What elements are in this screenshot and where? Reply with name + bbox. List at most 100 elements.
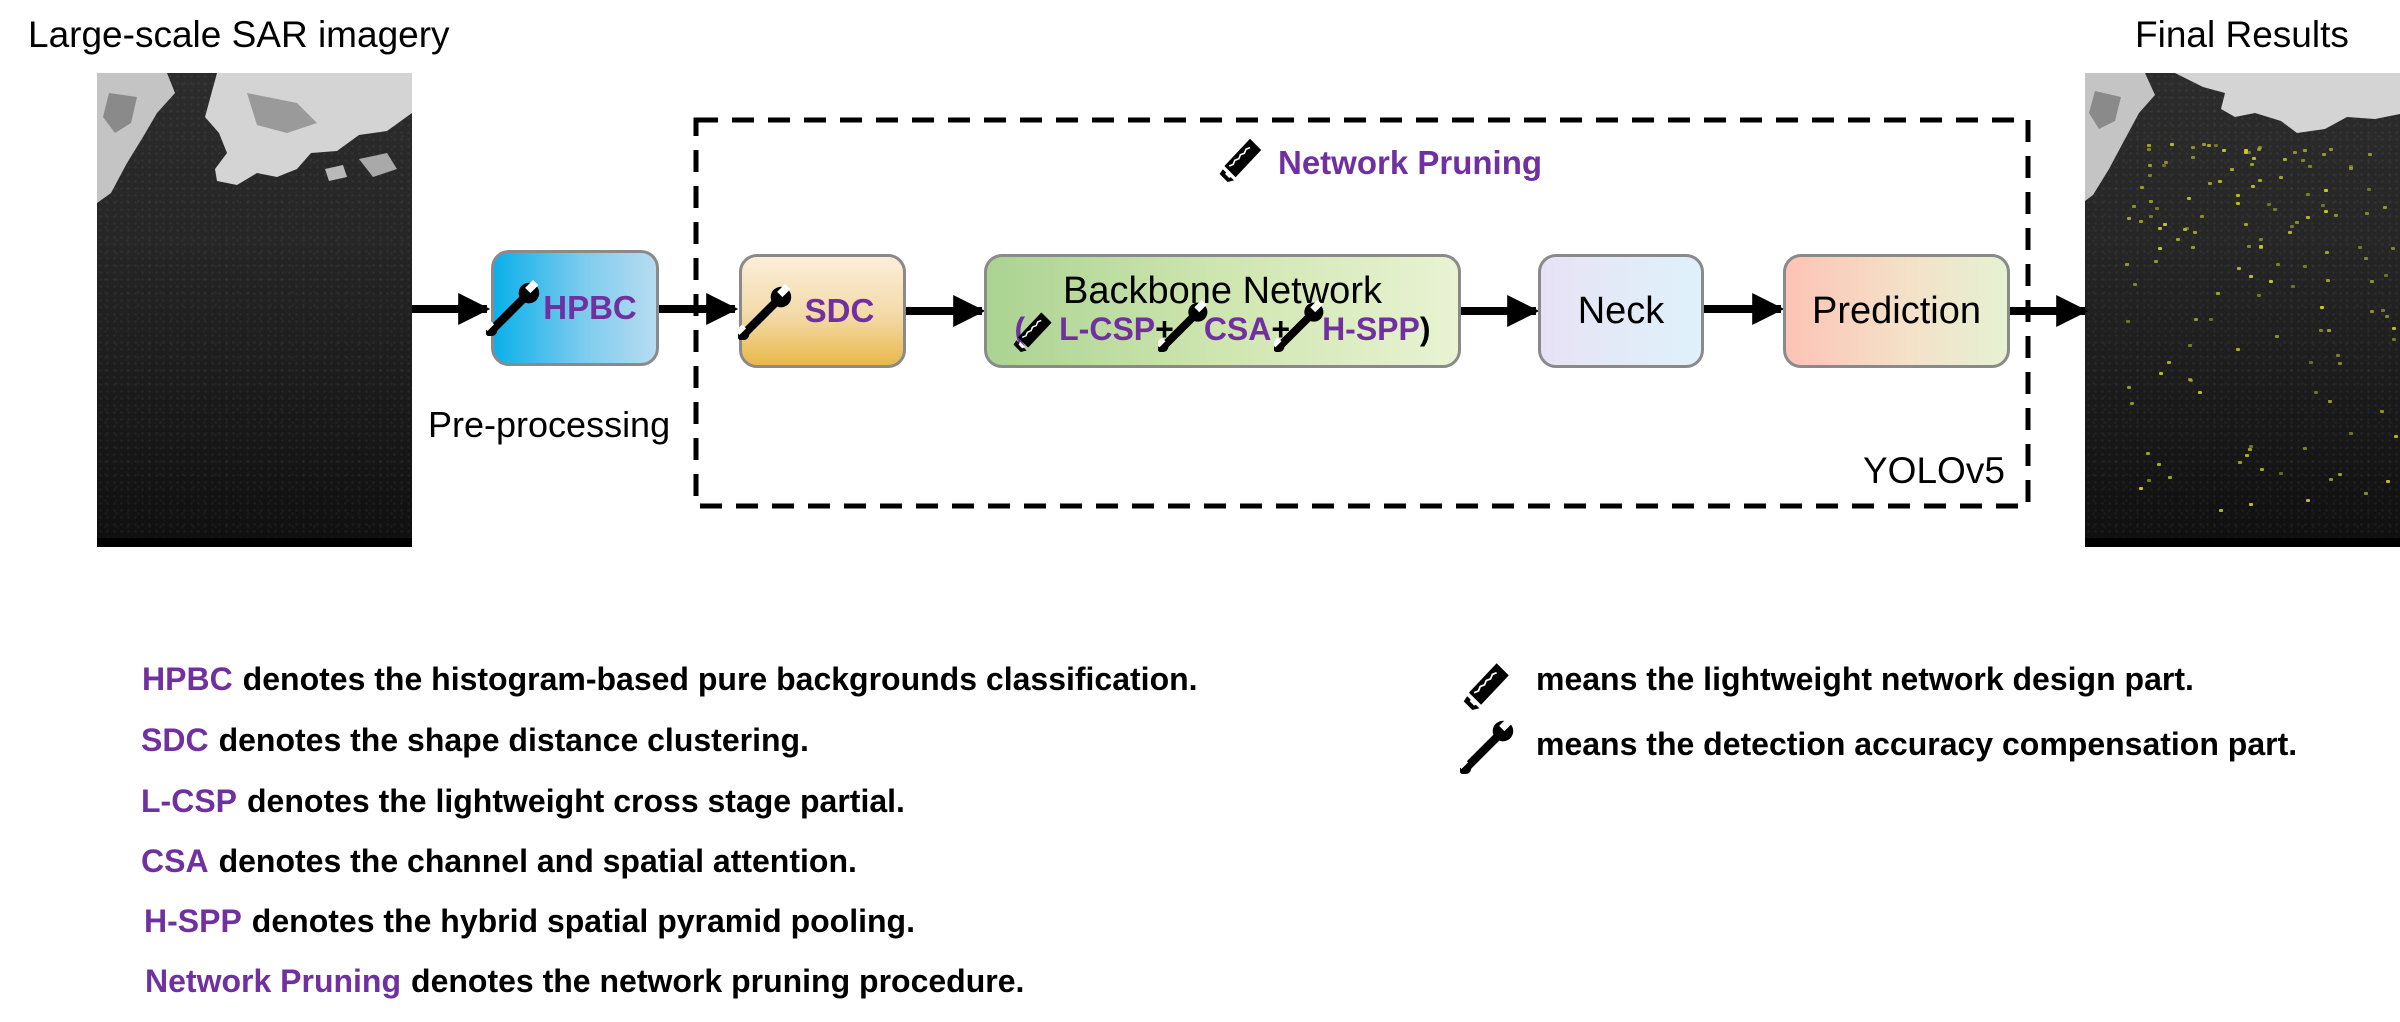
- ship-mark: [2268, 279, 2273, 283]
- ship-mark: [2188, 344, 2193, 348]
- ship-mark: [2185, 227, 2190, 231]
- ship-mark: [2132, 283, 2137, 287]
- ship-mark: [2248, 503, 2253, 507]
- ship-mark: [2197, 391, 2202, 395]
- ship-mark: [2293, 150, 2298, 154]
- ship-mark: [2259, 467, 2264, 471]
- ship-mark: [2251, 156, 2256, 160]
- neck-label: Neck: [1577, 289, 1665, 332]
- backbone-components: (L-CSP+CSA+H-SPP): [1014, 309, 1430, 349]
- ship-mark: [2166, 361, 2171, 365]
- ship-mark: [2148, 174, 2153, 178]
- sdc-label: SDC: [804, 292, 875, 329]
- wrench-icon: [1158, 300, 1210, 352]
- ship-mark: [2158, 227, 2163, 231]
- input-sar-image: [97, 73, 412, 547]
- ship-mark: [2147, 163, 2152, 167]
- ship-mark: [2324, 209, 2329, 213]
- icon-legend-text: means the lightweight network design par…: [1536, 661, 2194, 697]
- ship-mark: [2287, 231, 2292, 235]
- sdc-block: SDC: [739, 254, 906, 368]
- ship-mark: [2126, 217, 2131, 221]
- ship-mark: [2222, 149, 2227, 153]
- saw-icon: [1012, 306, 1056, 354]
- legend-desc: denotes the lightweight cross stage part…: [247, 783, 905, 819]
- ship-mark: [2393, 435, 2398, 439]
- ship-mark: [2303, 446, 2308, 450]
- ship-mark: [2125, 319, 2130, 323]
- ship-mark: [2276, 263, 2281, 267]
- ship-mark: [2309, 361, 2314, 365]
- ship-mark: [2157, 463, 2162, 467]
- ship-mark: [2127, 386, 2132, 390]
- ship-mark: [2125, 263, 2130, 267]
- ship-mark: [2149, 214, 2154, 218]
- ship-mark: [2148, 199, 2153, 203]
- ship-mark: [2320, 305, 2325, 309]
- sar-noise: [2085, 73, 2400, 547]
- yolo-caption: YOLOv5: [1863, 450, 2005, 491]
- ship-mark: [2306, 192, 2311, 196]
- ship-mark: [2358, 245, 2363, 249]
- ship-mark: [2307, 165, 2312, 168]
- ship-mark: [2325, 251, 2330, 255]
- ship-mark: [2246, 244, 2251, 248]
- ship-mark: [2369, 279, 2374, 283]
- ship-mark: [2147, 148, 2152, 152]
- legend-desc: denotes the channel and spatial attentio…: [218, 843, 857, 879]
- ship-mark: [2392, 326, 2397, 330]
- ship-mark: [2321, 153, 2326, 157]
- ship-mark: [2199, 214, 2204, 218]
- legend-term: L-CSP: [141, 783, 237, 819]
- ship-mark: [2258, 244, 2263, 248]
- icon-legend-text: means the detection accuracy compensatio…: [1536, 726, 2298, 762]
- ship-mark: [2131, 205, 2136, 209]
- ship-mark: [2326, 329, 2331, 333]
- ship-mark: [2337, 472, 2342, 476]
- ship-mark: [2295, 220, 2300, 224]
- ship-mark: [2333, 214, 2338, 218]
- paren-close: ): [1419, 311, 1431, 347]
- wrench-icon: [1460, 718, 1516, 774]
- ship-mark: [2370, 310, 2375, 314]
- ship-mark: [2176, 237, 2181, 241]
- ship-mark: [2364, 491, 2369, 495]
- ship-mark: [2218, 509, 2223, 513]
- neck-block: Neck: [1538, 254, 1704, 368]
- ship-mark: [2267, 202, 2272, 206]
- legend-item: L-CSP denotes the lightweight cross stage…: [141, 783, 905, 820]
- ship-mark: [2257, 179, 2262, 183]
- ship-mark: [2256, 147, 2261, 151]
- ship-mark: [2138, 220, 2143, 224]
- legend-term: HPBC: [142, 661, 233, 697]
- ship-mark: [2327, 399, 2332, 403]
- ship-mark: [2244, 150, 2249, 154]
- ship-mark: [2278, 471, 2283, 475]
- ship-mark: [2193, 317, 2198, 321]
- ship-mark: [2382, 205, 2387, 209]
- legend-term: Network Pruning: [145, 963, 402, 999]
- ship-mark: [2161, 164, 2166, 168]
- ship-mark: [2140, 186, 2145, 190]
- ship-mark: [2230, 168, 2235, 172]
- legend-desc: denotes the shape distance clustering.: [218, 722, 809, 758]
- saw-icon: [1218, 132, 1266, 184]
- ship-mark: [2381, 308, 2386, 312]
- ship-mark: [2243, 222, 2248, 226]
- output-sar-image: [2085, 73, 2400, 547]
- coastline-shape: [97, 73, 412, 203]
- ship-mark: [2272, 207, 2277, 211]
- legend-term: SDC: [141, 722, 209, 758]
- legend-desc: denotes the histogram-based pure backgro…: [242, 661, 1198, 697]
- input-caption: Large-scale SAR imagery: [28, 14, 450, 55]
- ship-mark: [2278, 175, 2283, 179]
- ship-mark: [2290, 284, 2295, 288]
- paren-open: (: [1014, 311, 1026, 347]
- sar-bottom-edge: [2085, 538, 2400, 547]
- ship-mark: [2259, 237, 2264, 241]
- ship-mark: [2363, 256, 2368, 260]
- sar-bottom-edge: [97, 538, 412, 547]
- ship-mark: [2154, 259, 2159, 263]
- csa-label: CSA: [1203, 311, 1272, 347]
